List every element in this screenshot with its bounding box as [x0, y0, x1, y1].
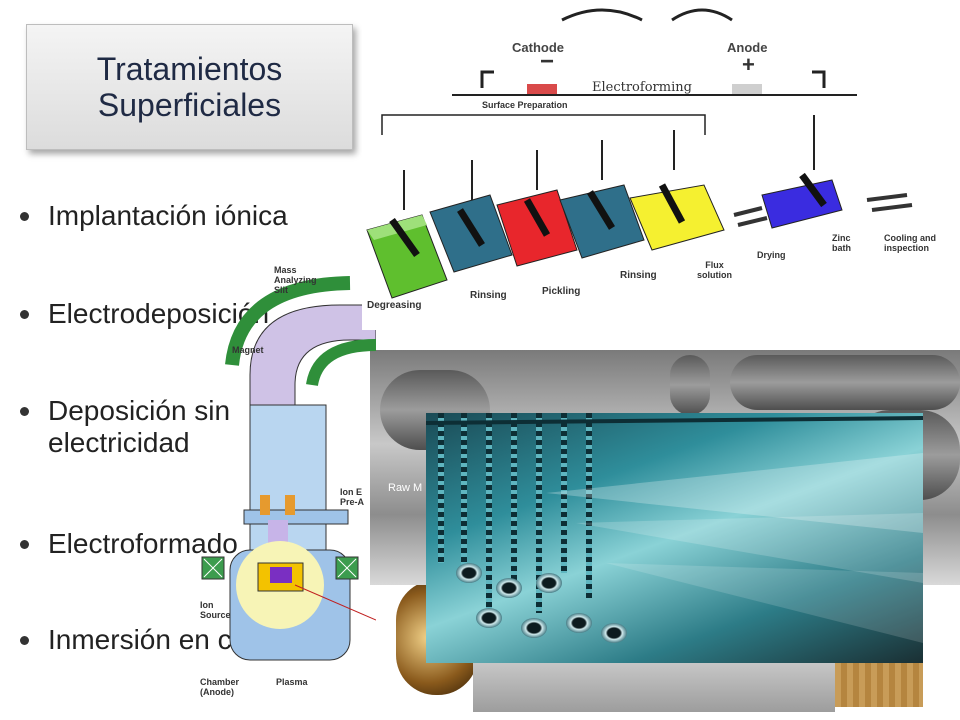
bullet-dot [20, 212, 29, 221]
surface-preparation-label: Surface Preparation [482, 100, 568, 110]
step-rinsing: Rinsing [470, 290, 507, 301]
electroforming-label: Electroforming [592, 80, 692, 95]
bullet-dot [20, 407, 29, 416]
chamber-label: Chamber (Anode) [200, 677, 240, 697]
step-zinc: Zinc bath [832, 233, 851, 253]
disc-shape [456, 563, 482, 583]
bullet-dot [20, 540, 29, 549]
ion-source-label: Ion Source [200, 600, 231, 620]
galvanizing-photo [426, 413, 923, 663]
bullet-text: Deposición sin electricidad [48, 395, 231, 458]
disc-shape [476, 608, 502, 628]
step-degreasing: Degreasing [367, 300, 422, 311]
electroforming-diagram: Cathode − Anode + Electroforming Surface… [362, 0, 960, 330]
mass-slit-label: Mass Analyzing Slit [274, 265, 317, 295]
grey-part-photo [473, 662, 835, 712]
step-flux: Flux solution [697, 260, 732, 280]
chain-shape [461, 413, 467, 583]
title-box: Tratamientos Superficiales [26, 24, 353, 150]
cathode-label: Cathode [512, 40, 564, 55]
tank-degreasing [366, 214, 448, 299]
disc-shape [566, 613, 592, 633]
chain-shape [586, 413, 592, 598]
chain-shape [561, 413, 567, 573]
ion-implantation-diagram: Mass Analyzing Slit Magnet Ion E Pre-A I… [200, 265, 376, 720]
bullet-text: Electrodeposición [48, 298, 270, 329]
chain-shape [486, 413, 492, 608]
ion-energy-label: Ion E Pre-A [340, 487, 365, 507]
anode-label: Anode [727, 40, 768, 55]
photo-caption: Raw M [388, 482, 423, 494]
roll-shape [730, 355, 960, 410]
bullet-dot [20, 310, 29, 319]
plus-sign: + [742, 52, 755, 77]
disc-shape [521, 618, 547, 638]
chain-shape [511, 413, 517, 588]
bullet-dot [20, 636, 29, 645]
slide-title: Tratamientos Superficiales [96, 51, 283, 123]
minus-sign: − [540, 48, 555, 75]
disc-shape [601, 623, 627, 643]
roll-shape [670, 355, 710, 415]
plasma-label: Plasma [276, 677, 308, 687]
chain-shape [536, 413, 542, 613]
bullet-text: Electroformado [48, 528, 238, 559]
step-pickling: Pickling [542, 286, 581, 297]
step-cooling: Cooling and inspection [884, 233, 936, 253]
disc-shape [496, 578, 522, 598]
step-drying: Drying [757, 250, 786, 260]
disc-shape [536, 573, 562, 593]
bullet-text: Implantación iónica [48, 200, 288, 231]
magnet-label: Magnet [232, 345, 264, 355]
chain-shape [438, 413, 444, 563]
step-rinsing-2: Rinsing [620, 270, 657, 281]
spray-lines [426, 416, 923, 643]
